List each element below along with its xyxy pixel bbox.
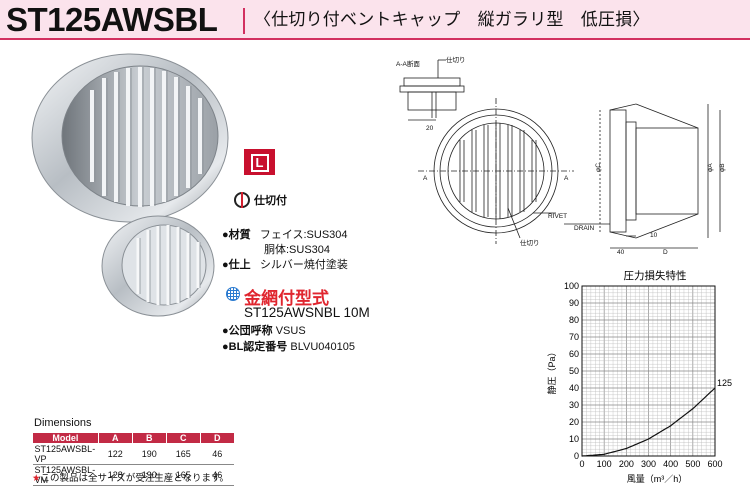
product-description: 〈仕切り付ベントキャップ 縦ガラリ型 低圧損〉 bbox=[254, 10, 650, 29]
data-point bbox=[692, 408, 694, 410]
dimension-10: 10 bbox=[650, 232, 658, 239]
column-header: A bbox=[97, 432, 133, 444]
spec-label: ●仕上 bbox=[222, 259, 251, 271]
column-header: Model bbox=[32, 432, 99, 444]
dimension-20: 20 bbox=[426, 125, 434, 132]
dimension-40: 40 bbox=[617, 249, 625, 256]
code-label: ●BL認定番号 bbox=[222, 341, 288, 353]
section-a-right: A bbox=[564, 175, 569, 182]
mesh-type-model: ST125AWSNBL 10M bbox=[244, 305, 370, 320]
chart-title: 圧力損失特性 bbox=[624, 269, 687, 282]
phi-a-label: φA bbox=[707, 163, 714, 172]
y-tick-label: 80 bbox=[569, 315, 579, 325]
chart-grid bbox=[581, 285, 716, 457]
y-tick-label: 10 bbox=[569, 434, 579, 444]
y-tick-label: 0 bbox=[574, 451, 579, 461]
data-point bbox=[625, 447, 627, 450]
pressure-loss-chart: 圧力損失特性 0 100 200 300 400 500 600 0 10 20 30 40 50 60 7… bbox=[546, 269, 732, 484]
bl-mark-inner: L bbox=[250, 154, 269, 172]
header-divider bbox=[243, 8, 245, 34]
mesh-type-title: 金網付型式 bbox=[244, 289, 329, 308]
table-cell: 46 bbox=[200, 443, 235, 465]
y-tick-label: 100 bbox=[564, 281, 579, 291]
section-a-left: A bbox=[423, 175, 428, 182]
plot-frame bbox=[581, 285, 716, 457]
dimension-d: D bbox=[663, 249, 668, 256]
data-point bbox=[714, 387, 716, 389]
spec-finish: ●仕上 シルバー焼付塗装 bbox=[222, 259, 348, 272]
phi-c-label: φC bbox=[595, 163, 602, 172]
spec-material-body: 胴体:SUS304 bbox=[264, 244, 330, 257]
y-tick-label: 60 bbox=[569, 349, 579, 359]
partition-top-label: 仕切り bbox=[446, 55, 466, 64]
star-icon: ★ bbox=[32, 473, 41, 484]
spec-value: シルバー焼付塗装 bbox=[259, 259, 348, 271]
partition-label-lower: 仕切り bbox=[520, 238, 540, 247]
x-tick-label: 300 bbox=[641, 459, 656, 469]
spec-value: フェイス:SUS304 bbox=[259, 229, 348, 241]
table-cell: 122 bbox=[98, 443, 133, 465]
model-title: ST125AWSBL bbox=[6, 1, 218, 38]
data-point bbox=[603, 453, 605, 455]
dimensions-table: Model A B C D ST125AWSBL-VP 122 190 165 … bbox=[32, 432, 235, 486]
table-cell: 165 bbox=[166, 443, 201, 465]
code-value: VSUS bbox=[275, 325, 306, 337]
table-cell: ST125AWSBL-VP bbox=[32, 443, 99, 465]
section-label: A-A断面 bbox=[396, 59, 420, 68]
mesh-icon bbox=[226, 287, 240, 301]
x-tick-label: 0 bbox=[579, 459, 584, 469]
product-photo-front bbox=[31, 53, 229, 223]
column-header: D bbox=[199, 432, 235, 444]
dimensions-header-row: Model A B C D bbox=[32, 432, 235, 444]
table-cell: 46 bbox=[200, 464, 235, 486]
y-tick-label: 70 bbox=[569, 332, 579, 342]
footnote: ★この製品は全サイズが受注生産となります。 bbox=[32, 470, 229, 484]
y-tick-label: 50 bbox=[569, 366, 579, 376]
drain-label: DRAIN bbox=[574, 225, 595, 232]
y-tick-label: 40 bbox=[569, 383, 579, 393]
header-bar: ST125AWSBL 〈仕切り付ベントキャップ 縦ガラリ型 低圧損〉 bbox=[0, 0, 750, 40]
y-axis-label: 静圧（Pa） bbox=[546, 347, 557, 394]
column-header: C bbox=[165, 432, 201, 444]
spec-value: 胴体:SUS304 bbox=[264, 244, 331, 256]
product-photo-side bbox=[101, 215, 215, 317]
code-value: BLVU040105 bbox=[290, 341, 355, 353]
column-header: B bbox=[131, 432, 167, 444]
chart-axes: 0 100 200 300 400 500 600 0 10 20 30 40 50 60 70 80 90 10… bbox=[564, 281, 723, 469]
x-tick-label: 600 bbox=[707, 459, 722, 469]
y-tick-label: 20 bbox=[569, 417, 579, 427]
table-row: ST125AWSBL-VP 122 190 165 46 bbox=[32, 443, 235, 465]
y-tick-label: 90 bbox=[569, 298, 579, 308]
code-label: ●公団呼称 bbox=[222, 325, 273, 337]
phi-b-label: φB bbox=[719, 163, 726, 172]
x-tick-label: 100 bbox=[597, 459, 612, 469]
spec-label: ●材質 bbox=[222, 229, 251, 241]
x-tick-label: 500 bbox=[685, 459, 700, 469]
table-cell: 190 bbox=[132, 464, 167, 486]
dimensions-title: Dimensions bbox=[34, 417, 92, 429]
data-point bbox=[581, 455, 583, 457]
footnote-text: この製品は全サイズが受注生産となります。 bbox=[40, 473, 230, 484]
table-cell: 190 bbox=[132, 443, 167, 465]
y-tick-label: 30 bbox=[569, 400, 579, 410]
x-tick-label: 400 bbox=[663, 459, 678, 469]
data-point bbox=[647, 438, 650, 440]
technical-drawing: A-A断面 仕切り 20 A A RIVET 仕切り DRAIN 10 40 D… bbox=[396, 55, 726, 256]
bl-certification-mark: L bbox=[244, 149, 275, 175]
rivet-label: RIVET bbox=[548, 213, 567, 220]
table-cell: ST125AWSBL-VM bbox=[32, 464, 99, 486]
partition-icon bbox=[234, 192, 250, 208]
chart-series: 125 bbox=[581, 378, 732, 457]
table-row: ST125AWSBL-VM 128 190 165 46 bbox=[32, 464, 235, 486]
partition-label: 仕切付 bbox=[254, 195, 287, 207]
series-label: 125 bbox=[717, 378, 732, 388]
table-cell: 128 bbox=[98, 464, 133, 486]
bl-cert-number: ●BL認定番号 BLVU040105 bbox=[222, 341, 355, 354]
spec-material-face: ●材質 フェイス:SUS304 bbox=[222, 229, 348, 242]
x-axis-label: 風量（m³／h） bbox=[627, 474, 688, 484]
x-tick-label: 200 bbox=[619, 459, 634, 469]
data-point bbox=[670, 425, 672, 427]
public-corp-code: ●公団呼称 VSUS bbox=[222, 325, 306, 338]
table-cell: 165 bbox=[166, 464, 201, 486]
